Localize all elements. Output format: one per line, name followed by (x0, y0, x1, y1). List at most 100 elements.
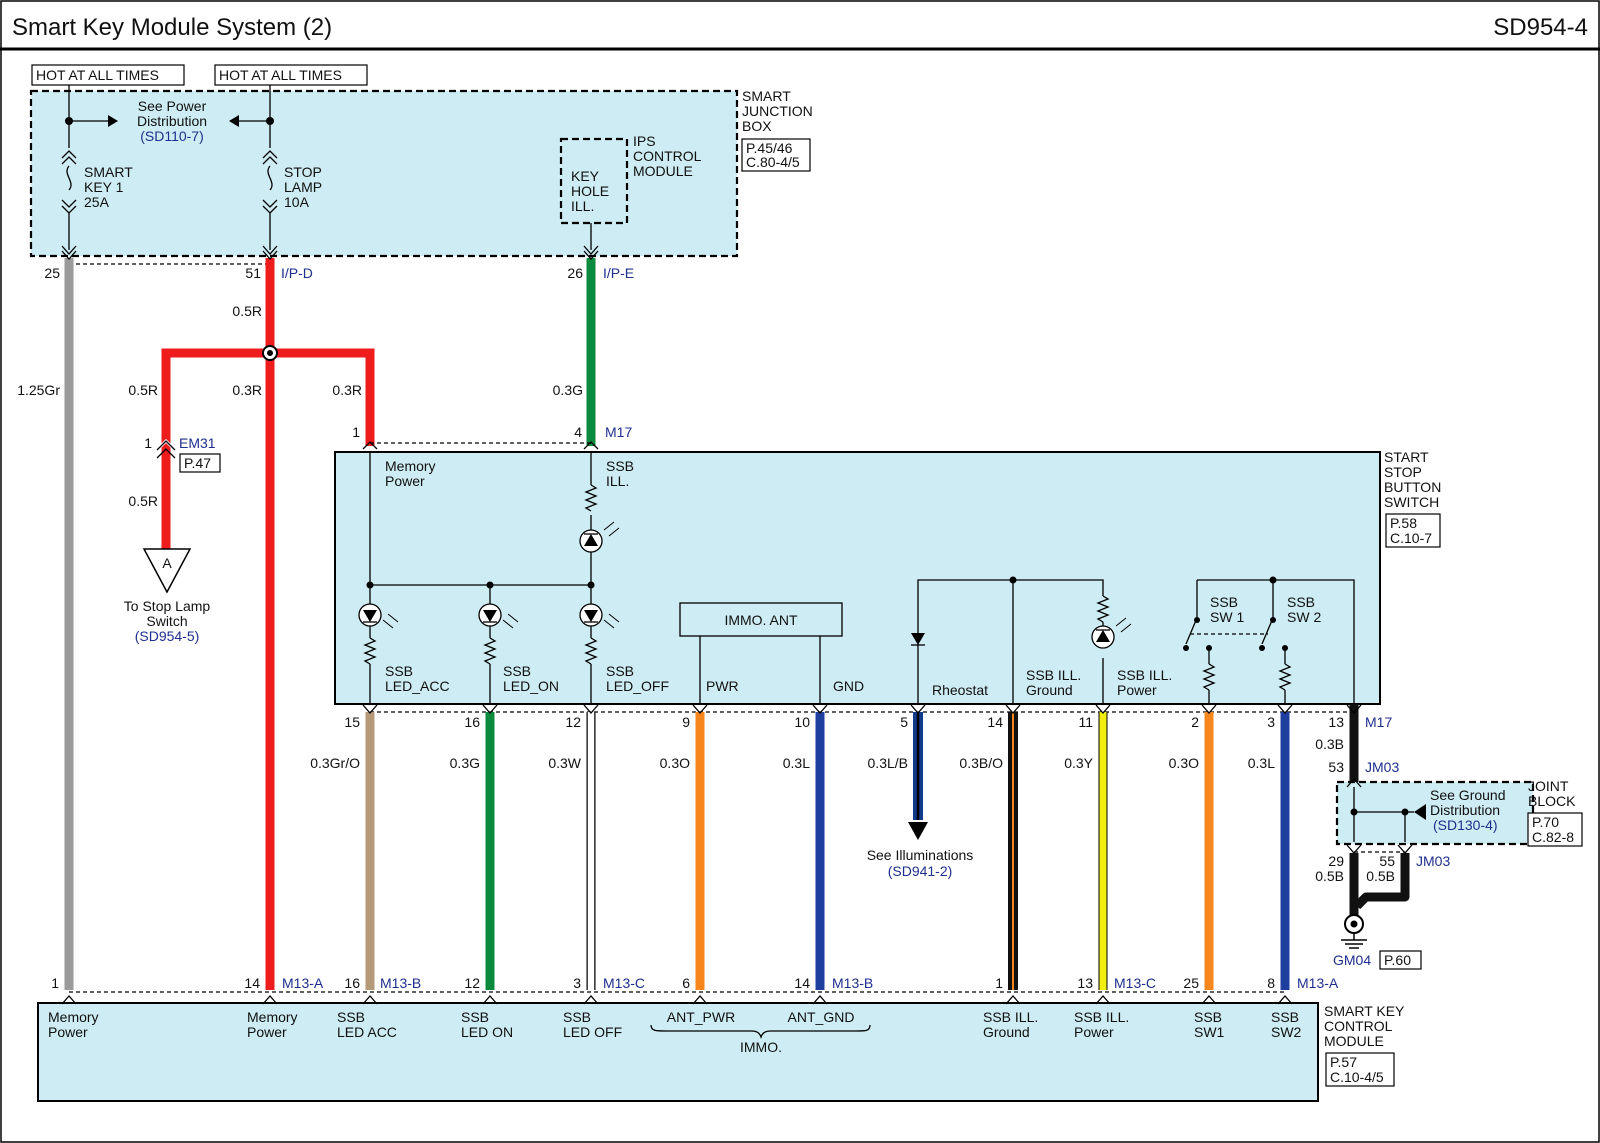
label-03l-a: 0.3L (783, 755, 810, 771)
ssb-internal-wiring (369, 452, 592, 605)
label-03o-b: 0.3O (1169, 755, 1199, 771)
led-acc-text-2: LED_ACC (385, 678, 450, 694)
sw2-pivot (1270, 617, 1276, 623)
skm-ref-1: P.57 (1330, 1054, 1357, 1070)
label-03y: 0.3Y (1064, 755, 1093, 771)
illuminations-arrow (908, 822, 928, 840)
label-1-25gr: 1.25Gr (17, 382, 60, 398)
ssb-ref-2: C.10-7 (1390, 530, 1432, 546)
led-on-text-1: SSB (503, 663, 531, 679)
label-05b-a: 0.5B (1315, 868, 1344, 884)
skm-pin-3: 3 (573, 975, 581, 991)
jb-ground-arrow (1414, 804, 1426, 820)
ill-ground-text-2: Ground (1026, 682, 1073, 698)
label-03b: 0.3B (1315, 736, 1344, 752)
skm-mem2-2: Power (247, 1024, 287, 1040)
em31-ref: P.47 (184, 455, 211, 471)
jb-conn-bot: JM03 (1416, 853, 1450, 869)
ssb-bpin-11: 11 (1078, 714, 1093, 730)
conn-ipe: I/P-E (603, 265, 634, 281)
hot-tag-2 (214, 64, 368, 86)
ssb-label-2: STOP (1384, 464, 1422, 480)
sjb-ref-box (741, 138, 811, 172)
pin-26: 26 (567, 265, 583, 281)
ssb-bottom-pin-arrows (362, 704, 1362, 714)
em31-name: EM31 (179, 435, 216, 451)
hot-tag-2-text: HOT AT ALL TIMES (219, 67, 342, 83)
skm-pin-25: 25 (1183, 975, 1199, 991)
label-03g: 0.3G (450, 755, 480, 771)
sjb-output-arrows (61, 250, 599, 260)
skm-sw1-1: SSB (1194, 1009, 1222, 1025)
resistor-ssb-ill (584, 484, 598, 512)
ssb-bpin-15: 15 (344, 714, 360, 730)
skm-sw1-2: SW1 (1194, 1024, 1225, 1040)
skm-led-acc-1: SSB (337, 1009, 365, 1025)
led-off-icon (579, 603, 620, 629)
ssb-ref-box (1385, 513, 1441, 548)
ssb-label-1: START (1384, 449, 1429, 465)
label-03o-a: 0.3O (660, 755, 690, 771)
label-03w: 0.3W (548, 755, 581, 771)
skm-pin-arrows (61, 995, 1293, 1005)
keyhole-output (583, 223, 599, 255)
ground-name: GM04 (1333, 952, 1371, 968)
fuse-smart-key (61, 85, 118, 255)
skm-conn-m13b-2: M13-B (832, 975, 873, 991)
ips-text-1: IPS (633, 133, 656, 149)
immo-gnd-text: GND (833, 678, 864, 694)
page-title: Smart Key Module System (2) (12, 14, 332, 41)
node-sw (1269, 576, 1277, 584)
ssb-memory-power-1: Memory (385, 458, 436, 474)
jb-ref-1: P.70 (1532, 814, 1559, 830)
jb-conn-top: JM03 (1365, 759, 1399, 775)
ssb-pin1-arrow (362, 441, 378, 450)
sw2-contact-b (1282, 645, 1288, 651)
led-ill-power-icon (1091, 617, 1132, 649)
hot-tag-1 (31, 64, 185, 86)
ssb-conn-m17: M17 (605, 424, 632, 440)
immo-ant-box (679, 602, 843, 637)
start-stop-button-switch-box (334, 451, 1381, 705)
node-3 (587, 581, 595, 589)
see-power-text-2: Distribution (137, 113, 207, 129)
sw2-text-1: SSB (1287, 594, 1315, 610)
jb-pin-29: 29 (1328, 853, 1344, 869)
led-acc-icon (358, 603, 399, 629)
skm-label-3: MODULE (1324, 1033, 1384, 1049)
node-1 (366, 581, 374, 589)
ssb-ill-text-1: SSB (606, 458, 634, 474)
stop-lamp-link[interactable]: (SD954-5) (135, 628, 200, 644)
jb-see-2: Distribution (1430, 802, 1500, 818)
diagram-code: SD954-4 (1493, 14, 1588, 41)
ssb-memory-power-2: Power (385, 473, 425, 489)
ssb-pin-1: 1 (352, 424, 360, 440)
sjb-ref-2: C.80-4/5 (746, 154, 800, 170)
illuminations-text: See Illuminations (867, 847, 974, 863)
keyhole-text-3: ILL. (571, 198, 594, 214)
em31-connector (155, 438, 177, 459)
ssb-bpin-2: 2 (1191, 714, 1199, 730)
jb-see-1: See Ground (1430, 787, 1506, 803)
sjb-ref-1: P.45/46 (746, 140, 793, 156)
ips-text-3: MODULE (633, 163, 693, 179)
ssb-bpin-16: 16 (464, 714, 480, 730)
keyhole-text-2: HOLE (571, 183, 609, 199)
jb-link[interactable]: (SD130-4) (1433, 817, 1498, 833)
jb-label-1: JOINT (1528, 778, 1569, 794)
rheostat-text: Rheostat (932, 682, 988, 698)
ssb-ref-1: P.58 (1390, 515, 1417, 531)
jb-ref-2: C.82-8 (1532, 829, 1574, 845)
wire-red-to-em31 (161, 348, 270, 448)
sjb-label-1: SMART (742, 88, 791, 104)
skm-conn-m13c-1: M13-C (603, 975, 645, 991)
sw1-text-2: SW 1 (1210, 609, 1244, 625)
see-power-link[interactable]: (SD110-7) (140, 128, 204, 144)
stop-lamp-text-2: Switch (146, 613, 187, 629)
label-03l-b: 0.3L (1248, 755, 1275, 771)
jb-pin-55: 55 (1379, 853, 1395, 869)
illuminations-link[interactable]: (SD941-2) (888, 863, 953, 879)
led-off-text-1: SSB (606, 663, 634, 679)
sw1-contact-a (1183, 645, 1189, 651)
skm-pin-1b: 1 (995, 975, 1003, 991)
